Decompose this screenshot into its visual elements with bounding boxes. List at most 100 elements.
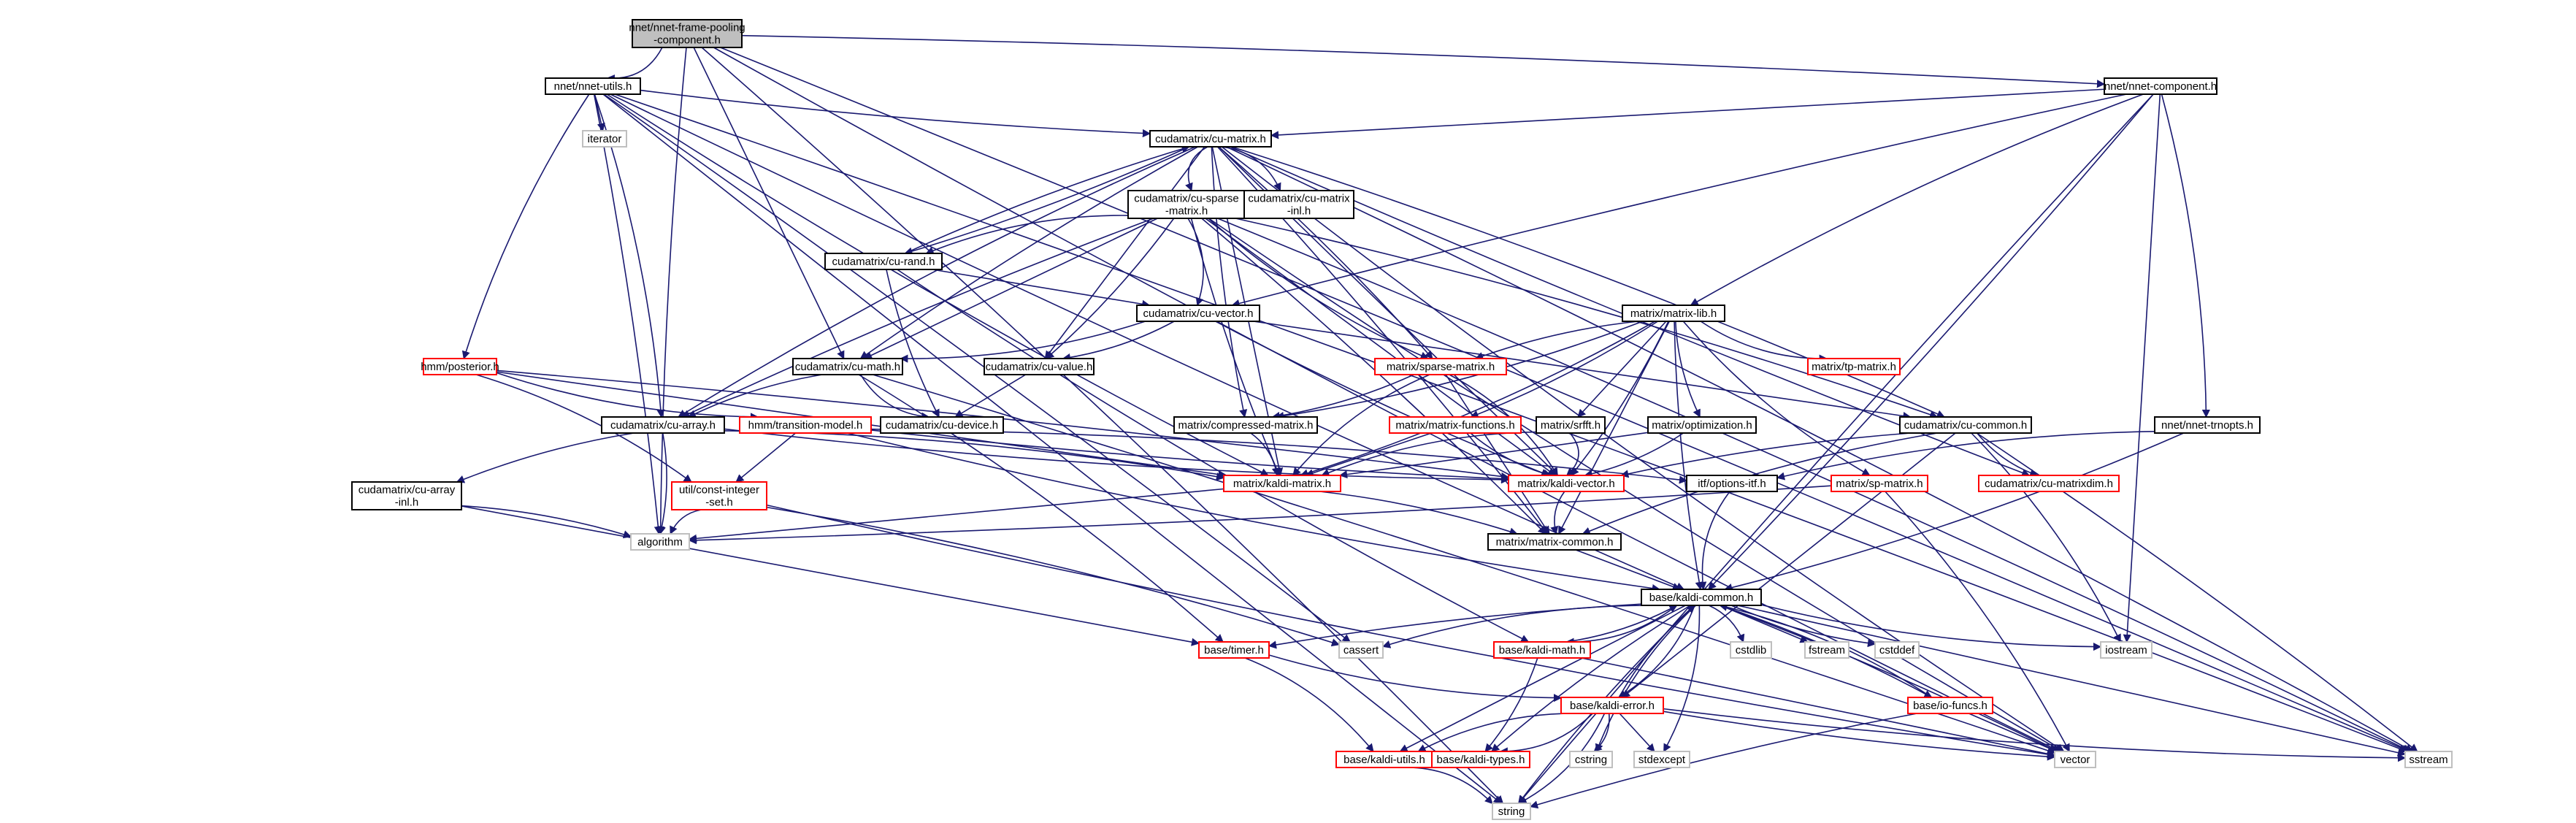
node-box xyxy=(1493,641,1591,659)
edge-nnet_utils-to-kaldi_common xyxy=(610,93,1685,591)
node-io-funcs[interactable]: base/io-funcs.h xyxy=(1907,697,1993,714)
edge-nnet_component-to-matrix_lib xyxy=(1690,93,2144,306)
node-cu-matrix[interactable]: cudamatrix/cu-matrix.h xyxy=(1149,130,1272,148)
edge-matrix_functions-to-kaldi_matrix xyxy=(1305,432,1432,478)
node-kaldi-error[interactable]: base/kaldi-error.h xyxy=(1560,697,1664,714)
edge-cu_vector-to-cu_common xyxy=(1253,321,1912,421)
node-label: -inl.h xyxy=(395,497,419,509)
node-box xyxy=(2054,751,2096,768)
node-kaldi-vector[interactable]: matrix/kaldi-vector.h xyxy=(1508,475,1625,492)
edge-util_const-to-cassert xyxy=(766,506,1341,647)
node-matrix-sparse[interactable]: matrix/sparse-matrix.h xyxy=(1374,358,1507,375)
node-box xyxy=(630,533,690,551)
node-cu-math[interactable]: cudamatrix/cu-math.h xyxy=(792,358,903,375)
node-cu-value[interactable]: cudamatrix/cu-value.h xyxy=(984,358,1095,375)
node-label: algorithm xyxy=(637,536,683,548)
node-label: matrix/compressed-matrix.h xyxy=(1178,419,1313,432)
edge-cu_value-to-cu_device xyxy=(954,374,1027,418)
edge-kaldi_common-to-kaldi_error xyxy=(1618,605,1695,698)
node-algorithm: algorithm xyxy=(630,533,690,551)
node-hmm-transition[interactable]: hmm/transition-model.h xyxy=(739,416,872,434)
node-cu-vector[interactable]: cudamatrix/cu-vector.h xyxy=(1136,305,1260,322)
node-cu-common[interactable]: cudamatrix/cu-common.h xyxy=(1899,416,2032,434)
node-cu-sparse[interactable]: cudamatrix/cu-sparse-matrix.h xyxy=(1127,190,1246,219)
node-label: iostream xyxy=(2105,644,2147,657)
node-matrix-compressed[interactable]: matrix/compressed-matrix.h xyxy=(1173,416,1318,434)
node-nnet-trnopts[interactable]: nnet/nnet-trnopts.h xyxy=(2154,416,2261,434)
edge-matrix_lib-to-kaldi_common xyxy=(1674,321,1703,591)
node-nnet-component[interactable]: nnet/nnet-component.h xyxy=(2104,77,2217,95)
node-nnet-utils[interactable]: nnet/nnet-utils.h xyxy=(545,77,641,95)
edge-cu_sparse-to-cu_array xyxy=(681,218,1154,418)
edge-kaldi_common-to-kaldi_types xyxy=(1491,605,1691,752)
node-box xyxy=(2100,641,2153,659)
edge-matrix_lib-to-matrix_sp xyxy=(1682,321,1871,476)
node-matrix-functions[interactable]: matrix/matrix-functions.h xyxy=(1389,416,1522,434)
edge-cu_sparse-to-kaldi_vector xyxy=(1205,218,1556,476)
edge-root-to-algorithm xyxy=(656,47,687,535)
node-box xyxy=(1136,305,1260,322)
edge-cu_math-to-base_timer xyxy=(858,374,1224,643)
node-vector: vector xyxy=(2054,751,2096,768)
node-label: -component.h xyxy=(653,34,721,47)
node-matrix-tp[interactable]: matrix/tp-matrix.h xyxy=(1807,358,1901,375)
node-kaldi-matrix[interactable]: matrix/kaldi-matrix.h xyxy=(1223,475,1341,492)
edge-cu_sparse-to-cu_common xyxy=(1235,218,1939,419)
node-label: string xyxy=(1498,805,1525,818)
node-box xyxy=(1633,751,1690,768)
edge-root-to-nnet_component xyxy=(741,34,2106,88)
node-cu-rand[interactable]: cudamatrix/cu-rand.h xyxy=(824,253,943,270)
edge-kaldi_error-to-cstring xyxy=(1593,713,1610,752)
node-kaldi-utils[interactable]: base/kaldi-utils.h xyxy=(1335,751,1433,768)
node-box xyxy=(632,19,743,48)
node-box xyxy=(671,481,767,510)
node-kaldi-types[interactable]: base/kaldi-types.h xyxy=(1431,751,1530,768)
node-iterator: iterator xyxy=(582,130,627,148)
node-util-const[interactable]: util/const-integer-set.h xyxy=(671,481,767,510)
edge-cu_vector-to-kaldi_vector xyxy=(1215,321,1550,477)
node-label: cudamatrix/cu-matrix xyxy=(1248,193,1350,205)
node-cu-array[interactable]: cudamatrix/cu-array.h xyxy=(601,416,725,434)
node-box xyxy=(1389,416,1522,434)
node-kaldi-math[interactable]: base/kaldi-math.h xyxy=(1493,641,1591,659)
edge-cu_rand-to-cu_device xyxy=(886,269,940,418)
node-root: nnet/nnet-frame-pooling-component.h xyxy=(629,19,745,48)
node-matrix-srfft[interactable]: matrix/srfft.h xyxy=(1536,416,1606,434)
node-box xyxy=(1622,305,1725,322)
node-base-timer[interactable]: base/timer.h xyxy=(1198,641,1270,659)
node-label: matrix/kaldi-vector.h xyxy=(1517,478,1614,490)
edge-cu_vector-to-cu_math xyxy=(900,321,1146,363)
edge-cu_array-to-algorithm xyxy=(658,432,667,535)
node-label: util/const-integer xyxy=(679,484,759,497)
node-label: base/kaldi-error.h xyxy=(1570,700,1655,712)
node-matrix-lib[interactable]: matrix/matrix-lib.h xyxy=(1622,305,1725,322)
node-box xyxy=(1804,641,1849,659)
node-matrix-common[interactable]: matrix/matrix-common.h xyxy=(1487,533,1622,551)
edge-nnet_utils-to-string xyxy=(602,93,1502,804)
node-kaldi-common[interactable]: base/kaldi-common.h xyxy=(1641,589,1762,606)
edge-root-to-vector xyxy=(713,47,2061,752)
node-matrix-sp[interactable]: matrix/sp-matrix.h xyxy=(1831,475,1928,492)
node-cu-matrix-inl[interactable]: cudamatrix/cu-matrix-inl.h xyxy=(1243,190,1354,219)
node-cu-matrixdim[interactable]: cudamatrix/cu-matrixdim.h xyxy=(1978,475,2120,492)
node-box xyxy=(824,253,943,270)
node-label: cudamatrix/cu-matrix.h xyxy=(1155,133,1266,145)
node-label: cudamatrix/cu-common.h xyxy=(1904,419,2027,432)
node-cu-device[interactable]: cudamatrix/cu-device.h xyxy=(880,416,1004,434)
node-cu-array-inl[interactable]: cudamatrix/cu-array-inl.h xyxy=(351,481,462,510)
node-label: vector xyxy=(2061,754,2090,766)
edge-util_const-to-vector xyxy=(766,504,2056,759)
edge-nnet_component-to-nnet_trnopts xyxy=(2161,93,2210,418)
node-box xyxy=(984,358,1095,375)
node-hmm-posterior[interactable]: hmm/posterior.h xyxy=(421,358,499,375)
node-label: matrix/kaldi-matrix.h xyxy=(1233,478,1331,490)
node-box xyxy=(1686,475,1778,492)
node-label: -matrix.h xyxy=(1165,205,1208,218)
node-matrix-optimization[interactable]: matrix/optimization.h xyxy=(1647,416,1757,434)
edge-matrix_functions-to-kaldi_vector xyxy=(1470,432,1552,478)
node-box xyxy=(1641,589,1762,606)
edge-cu_array-to-kaldi_vector xyxy=(724,428,1510,484)
node-label: nnet/nnet-component.h xyxy=(2104,80,2217,93)
node-itf-options[interactable]: itf/options-itf.h xyxy=(1686,475,1778,492)
edge-hmm_transition-to-util_const xyxy=(735,432,797,483)
